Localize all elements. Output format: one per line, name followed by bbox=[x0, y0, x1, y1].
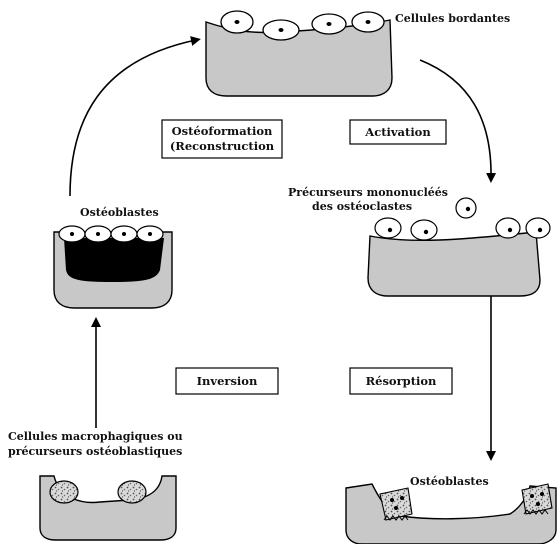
bottom-left-bone-macrophages bbox=[40, 476, 176, 540]
phase-resorption: Résorption bbox=[366, 374, 437, 388]
arrow-top-to-activation bbox=[420, 60, 491, 178]
label-macrophages-line1: Cellules macrophagiques ou bbox=[8, 430, 183, 443]
label-osteoblastes-left: Ostéoblastes bbox=[80, 206, 159, 219]
osteoclast-left bbox=[380, 488, 412, 520]
macrophage-cells bbox=[50, 481, 146, 503]
phase-box-inversion: Inversion bbox=[176, 368, 278, 394]
label-precurseurs-line1: Précurseurs mononucléés bbox=[288, 186, 448, 199]
osteoclast-right bbox=[522, 484, 552, 514]
phase-box-activation: Activation bbox=[350, 120, 446, 144]
label-cellules-bordantes: Cellules bordantes bbox=[395, 12, 510, 25]
label-osteoblastes-bottom: Ostéoblastes bbox=[410, 475, 489, 488]
phase-box-resorption: Résorption bbox=[350, 368, 452, 394]
phase-osteoformation-line1: Ostéoformation bbox=[172, 124, 273, 138]
phase-inversion: Inversion bbox=[197, 374, 258, 388]
right-bone-precursors bbox=[368, 218, 550, 296]
phase-osteoformation-line2: (Reconstruction bbox=[170, 139, 275, 153]
label-macrophages-line2: précurseurs ostéoblastiques bbox=[8, 445, 182, 458]
floating-precursor-cell bbox=[456, 198, 476, 218]
phase-box-osteoformation: Ostéoformation (Reconstruction bbox=[162, 120, 282, 158]
osteoid-layer bbox=[64, 238, 164, 282]
bone-block-right bbox=[368, 232, 540, 296]
bottom-right-bone-resorption bbox=[346, 484, 556, 544]
phase-activation: Activation bbox=[364, 125, 431, 139]
top-bone-lining-cells bbox=[206, 11, 392, 96]
label-precurseurs-line2: des ostéoclastes bbox=[312, 200, 412, 213]
arrow-osteoblastes-to-top bbox=[70, 40, 196, 196]
left-bone-osteoblasts bbox=[54, 226, 172, 308]
